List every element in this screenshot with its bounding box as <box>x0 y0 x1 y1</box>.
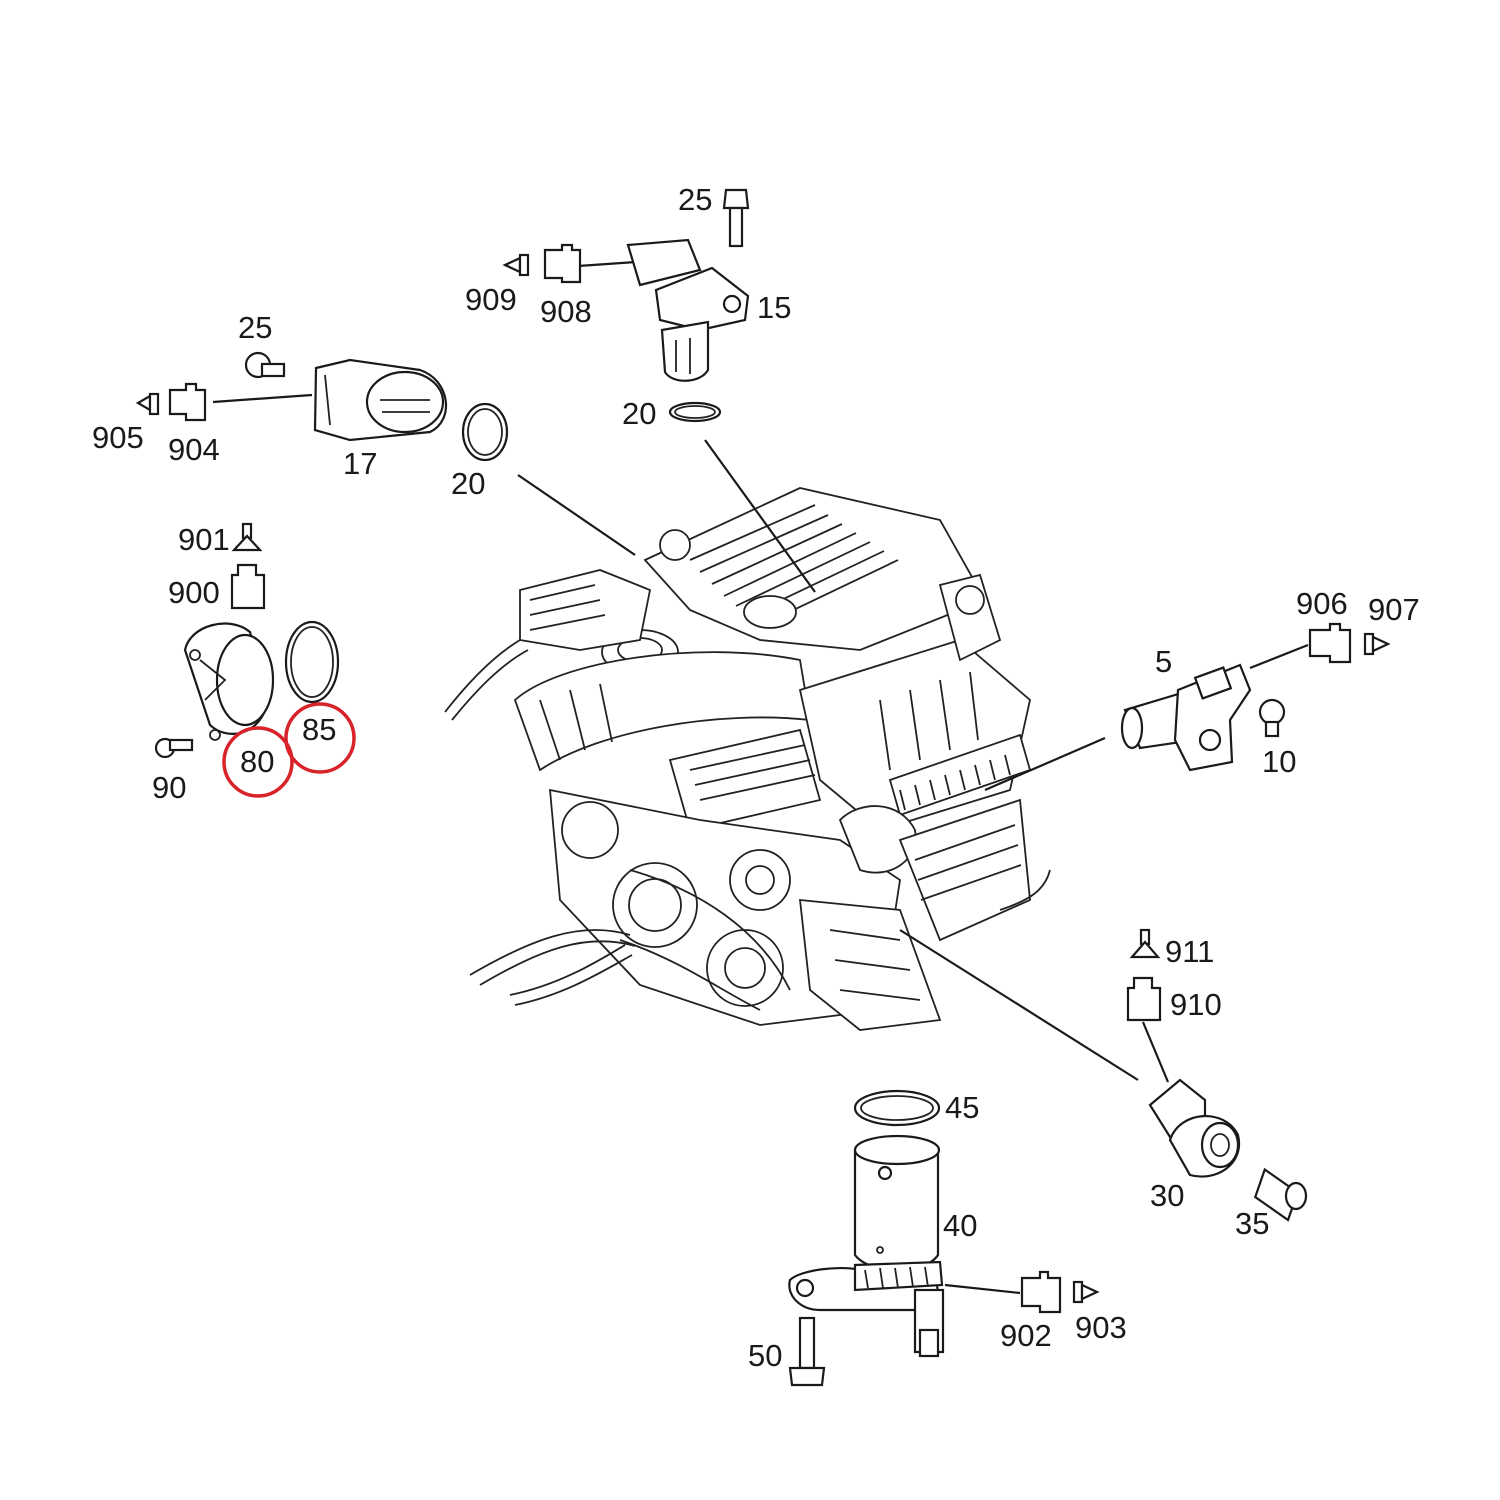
label-35: 35 <box>1235 1206 1269 1241</box>
label-905: 905 <box>92 420 144 455</box>
part-50-bolt <box>788 1316 826 1387</box>
part-901-pin <box>231 522 263 552</box>
label-5: 5 <box>1155 644 1172 679</box>
part-20-oring-left <box>461 402 509 462</box>
label-20-left: 20 <box>451 466 485 501</box>
label-908: 908 <box>540 294 592 329</box>
part-5-sensor <box>1120 663 1252 772</box>
label-10: 10 <box>1262 744 1296 779</box>
label-50: 50 <box>748 1338 782 1373</box>
part-85-oring <box>284 620 340 704</box>
label-901: 901 <box>178 522 230 557</box>
leader-lines <box>212 260 1309 1295</box>
part-25-bolt-left <box>244 351 286 379</box>
part-labels: 25 909 908 15 20 25 905 904 17 20 901 90… <box>92 182 1420 1373</box>
label-15: 15 <box>757 290 791 325</box>
label-45: 45 <box>945 1090 979 1125</box>
part-90-bolt <box>154 737 194 759</box>
label-85: 85 <box>302 712 336 747</box>
label-90: 90 <box>152 770 186 805</box>
part-909-pin <box>502 253 530 277</box>
part-902-connector <box>1020 1270 1062 1314</box>
label-40: 40 <box>943 1208 977 1243</box>
label-25-top: 25 <box>678 182 712 217</box>
part-35-bolt <box>1253 1167 1308 1222</box>
part-906-connector <box>1308 622 1352 664</box>
label-904: 904 <box>168 432 220 467</box>
part-908-connector <box>543 243 582 284</box>
label-30: 30 <box>1150 1178 1184 1213</box>
part-17-housing <box>313 358 448 442</box>
label-17: 17 <box>343 446 377 481</box>
label-900: 900 <box>168 575 220 610</box>
part-40-actuator <box>788 1134 945 1358</box>
part-45-oring <box>853 1089 941 1127</box>
part-907-pin <box>1363 632 1391 656</box>
part-911-pin <box>1129 928 1161 959</box>
label-910: 910 <box>1170 987 1222 1022</box>
label-25-left: 25 <box>238 310 272 345</box>
part-904-connector <box>168 382 207 422</box>
part-25-bolt-top <box>722 188 750 248</box>
highlight-85 <box>284 702 356 774</box>
part-903-pin <box>1072 1280 1100 1304</box>
label-911: 911 <box>1165 934 1214 969</box>
part-910-connector <box>1126 976 1162 1022</box>
part-15-sensor <box>626 238 750 382</box>
part-80-adjuster <box>183 622 275 741</box>
highlight-80 <box>222 726 294 798</box>
label-907: 907 <box>1368 592 1420 627</box>
part-900-connector <box>230 563 266 610</box>
engine-assembly <box>444 487 1051 1031</box>
part-905-pin <box>135 392 160 416</box>
label-80: 80 <box>240 744 274 779</box>
label-906: 906 <box>1296 586 1348 621</box>
label-903: 903 <box>1075 1310 1127 1345</box>
label-20-top: 20 <box>622 396 656 431</box>
label-902: 902 <box>1000 1318 1052 1353</box>
part-30-sensor <box>1148 1078 1241 1178</box>
part-10-bolt <box>1258 698 1286 738</box>
label-909: 909 <box>465 282 517 317</box>
